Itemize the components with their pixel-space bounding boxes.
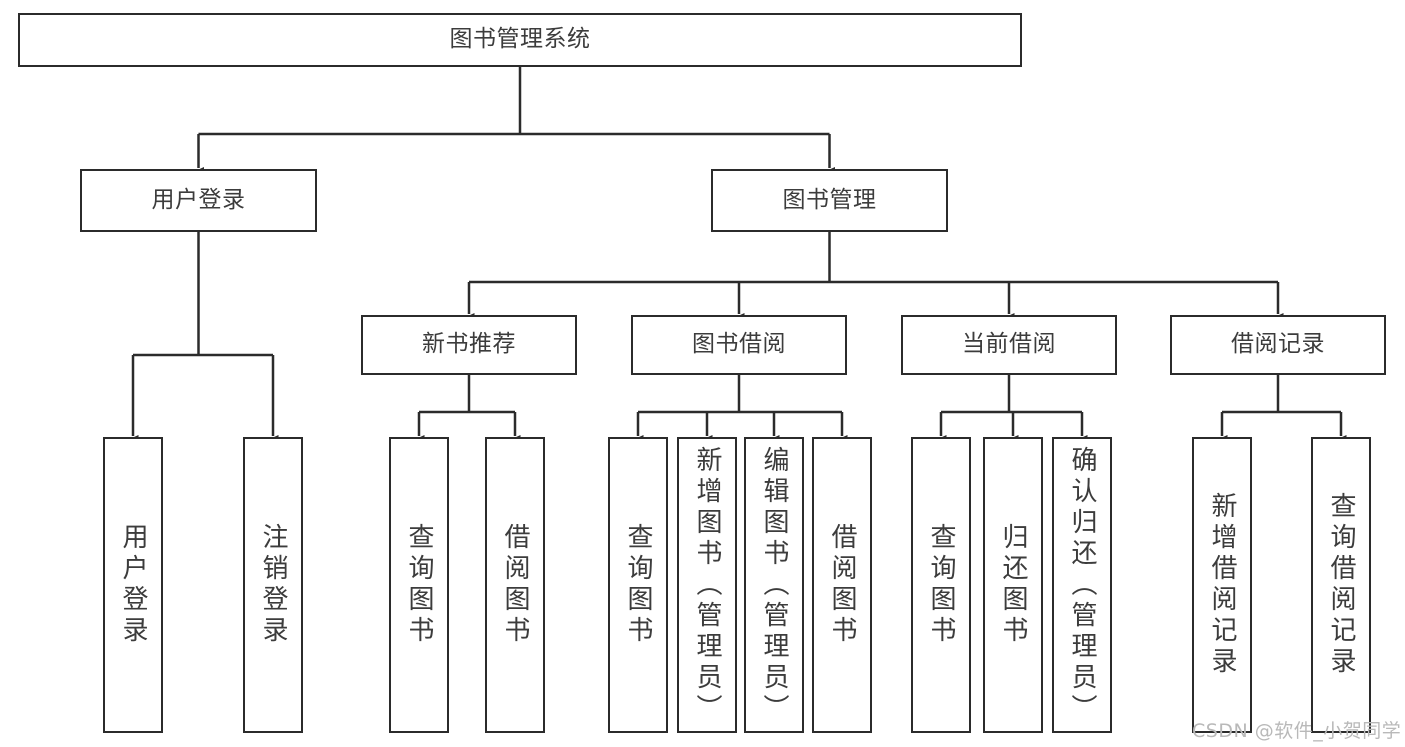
- node-leaf-borrow-book-1[interactable]: 借阅图书: [485, 437, 545, 733]
- node-leaf-add-book[interactable]: 新增图书（管理员）: [677, 437, 737, 733]
- node-label-borrow-record: 借阅记录: [1231, 331, 1325, 358]
- node-borrow-record[interactable]: 借阅记录: [1170, 315, 1386, 375]
- node-label-leaf-borrow-book-1: 借阅图书: [500, 523, 530, 647]
- node-label-leaf-add-book: 新增图书（管理员）: [692, 445, 722, 725]
- node-leaf-query-book-2[interactable]: 查询图书: [608, 437, 668, 733]
- node-current-borrow[interactable]: 当前借阅: [901, 315, 1117, 375]
- node-leaf-query-record[interactable]: 查询借阅记录: [1311, 437, 1371, 733]
- node-label-leaf-confirm-return: 确认归还（管理员）: [1067, 445, 1097, 725]
- node-label-leaf-edit-book: 编辑图书（管理员）: [759, 445, 789, 725]
- node-leaf-query-book-3[interactable]: 查询图书: [911, 437, 971, 733]
- node-label-leaf-add-record: 新增借阅记录: [1207, 492, 1237, 678]
- node-user-login[interactable]: 用户登录: [80, 169, 317, 232]
- node-label-leaf-query-book-2: 查询图书: [623, 523, 653, 647]
- node-label-book-manage: 图书管理: [782, 186, 877, 213]
- node-label-leaf-query-record: 查询借阅记录: [1326, 492, 1356, 678]
- node-leaf-user-login[interactable]: 用户登录: [103, 437, 163, 733]
- node-label-root: 图书管理系统: [449, 26, 591, 53]
- node-label-new-book-rec: 新书推荐: [422, 331, 516, 358]
- node-label-leaf-borrow-book-2: 借阅图书: [827, 523, 857, 647]
- node-label-leaf-return-book: 归还图书: [998, 523, 1028, 647]
- node-label-leaf-query-book-3: 查询图书: [926, 523, 956, 647]
- node-leaf-query-book-1[interactable]: 查询图书: [389, 437, 449, 733]
- node-label-user-login: 用户登录: [151, 186, 246, 213]
- node-label-current-borrow: 当前借阅: [962, 331, 1056, 358]
- node-label-book-borrow: 图书借阅: [692, 331, 786, 358]
- node-leaf-user-logout[interactable]: 注销登录: [243, 437, 303, 733]
- node-book-borrow[interactable]: 图书借阅: [631, 315, 847, 375]
- node-root[interactable]: 图书管理系统: [18, 13, 1022, 67]
- node-label-leaf-query-book-1: 查询图书: [404, 523, 434, 647]
- node-leaf-confirm-return[interactable]: 确认归还（管理员）: [1052, 437, 1112, 733]
- node-book-manage[interactable]: 图书管理: [711, 169, 948, 232]
- connector-lines: [127, 67, 1347, 445]
- node-leaf-return-book[interactable]: 归还图书: [983, 437, 1043, 733]
- node-new-book-rec[interactable]: 新书推荐: [361, 315, 577, 375]
- watermark-text: CSDN @软件_小贺同学: [1192, 720, 1402, 742]
- node-label-leaf-user-login: 用户登录: [118, 523, 148, 647]
- node-label-leaf-user-logout: 注销登录: [258, 523, 288, 647]
- node-leaf-add-record[interactable]: 新增借阅记录: [1192, 437, 1252, 733]
- node-leaf-borrow-book-2[interactable]: 借阅图书: [812, 437, 872, 733]
- node-leaf-edit-book[interactable]: 编辑图书（管理员）: [744, 437, 804, 733]
